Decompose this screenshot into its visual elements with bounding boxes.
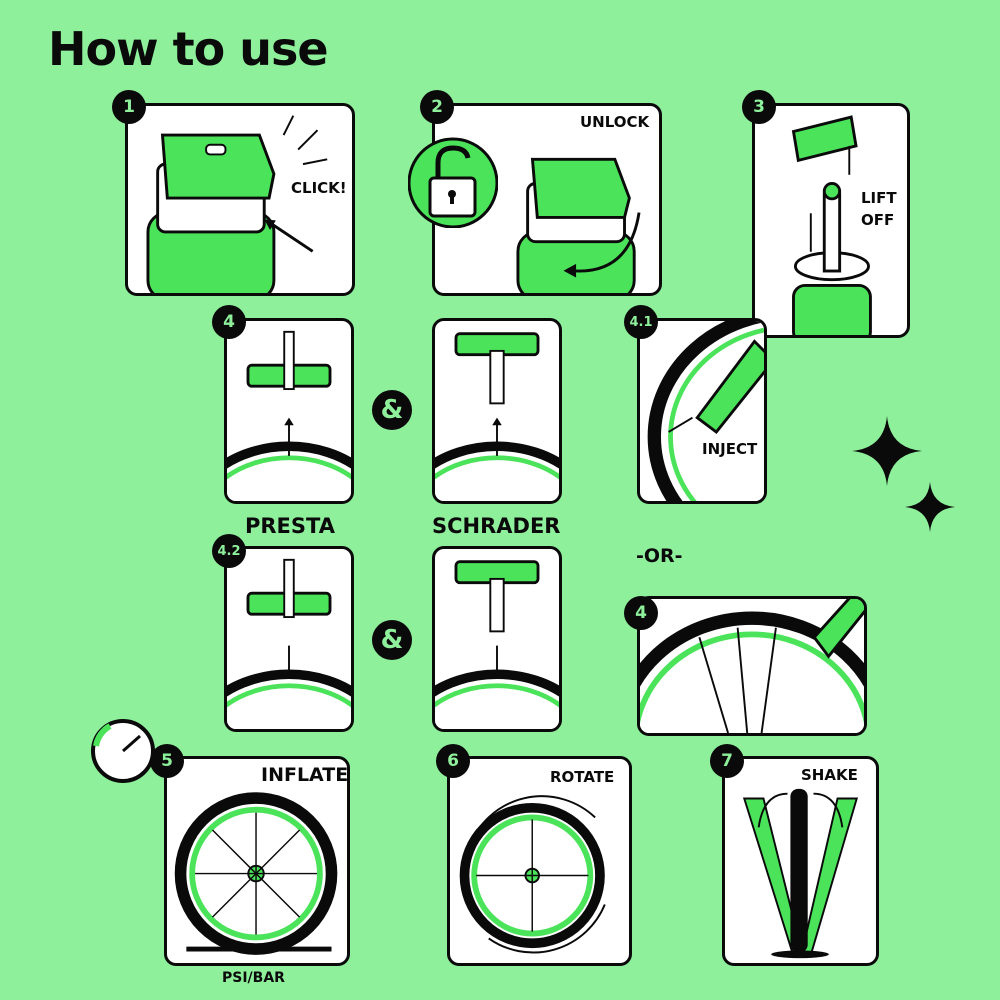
step-2-panel: UNLOCK <box>432 103 662 296</box>
step-7-panel: SHAKE <box>722 756 879 966</box>
bottle-cap-illustration <box>146 115 328 293</box>
presta-valve-close-illustration <box>227 558 351 729</box>
sparkle-icon-small <box>905 482 955 532</box>
lift-off-illustration <box>791 115 872 335</box>
inflate-wheel-illustration <box>174 792 338 955</box>
step-6-label: ROTATE <box>550 768 615 786</box>
step-4-badge: 4 <box>212 305 246 339</box>
step-5-badge: 5 <box>150 744 184 778</box>
schrader-label: SCHRADER <box>432 514 561 538</box>
step-4-presta-panel <box>224 318 354 504</box>
presta-label: PRESTA <box>245 514 335 538</box>
step-5-label: INFLATE <box>261 764 349 786</box>
inject-illustration <box>647 321 764 501</box>
step-3-panel: LIFT OFF <box>752 103 910 338</box>
and-icon-2: & <box>372 620 412 660</box>
schrader-valve-close-illustration <box>435 560 559 729</box>
step-1-panel: CLICK! <box>125 103 355 296</box>
step-5-panel: INFLATE <box>164 756 350 966</box>
step-7-label: SHAKE <box>801 766 858 784</box>
inject-wheel-illustration <box>640 599 864 733</box>
step-4-schrader-panel <box>432 318 562 504</box>
step-2-badge: 2 <box>420 90 454 124</box>
step-6-badge: 6 <box>436 744 470 778</box>
step-4-2-presta-panel <box>224 546 354 732</box>
schrader-valve-illustration <box>435 332 559 501</box>
step-3-label-line1: LIFT <box>861 189 897 207</box>
rotate-wheel-illustration <box>459 795 606 954</box>
and-icon: & <box>372 390 412 430</box>
step-1-badge: 1 <box>112 90 146 124</box>
step-4-1-label: INJECT <box>702 440 758 458</box>
presta-valve-illustration <box>227 330 351 501</box>
page-title: How to use <box>48 22 329 76</box>
or-label: -OR- <box>636 545 683 567</box>
shake-illustration <box>742 788 859 959</box>
unlock-illustration <box>516 157 641 293</box>
step-6-panel: ROTATE <box>447 756 632 966</box>
padlock-icon <box>408 137 498 228</box>
sparkle-icon-large <box>852 416 922 486</box>
step-2-label: UNLOCK <box>580 113 650 131</box>
step-4-alt-badge: 4 <box>624 596 658 630</box>
gauge-label: PSI/BAR <box>222 970 285 986</box>
step-4-1-badge: 4.1 <box>624 305 658 339</box>
step-4-1-panel: INJECT <box>637 318 767 504</box>
step-4-2-badge: 4.2 <box>212 534 246 568</box>
step-1-label: CLICK! <box>291 179 347 197</box>
pressure-gauge-icon <box>91 719 155 783</box>
step-4-2-schrader-panel <box>432 546 562 732</box>
step-4-alt-panel <box>637 596 867 736</box>
step-3-label-line2: OFF <box>861 211 895 229</box>
step-7-badge: 7 <box>710 744 744 778</box>
step-3-badge: 3 <box>742 90 776 124</box>
